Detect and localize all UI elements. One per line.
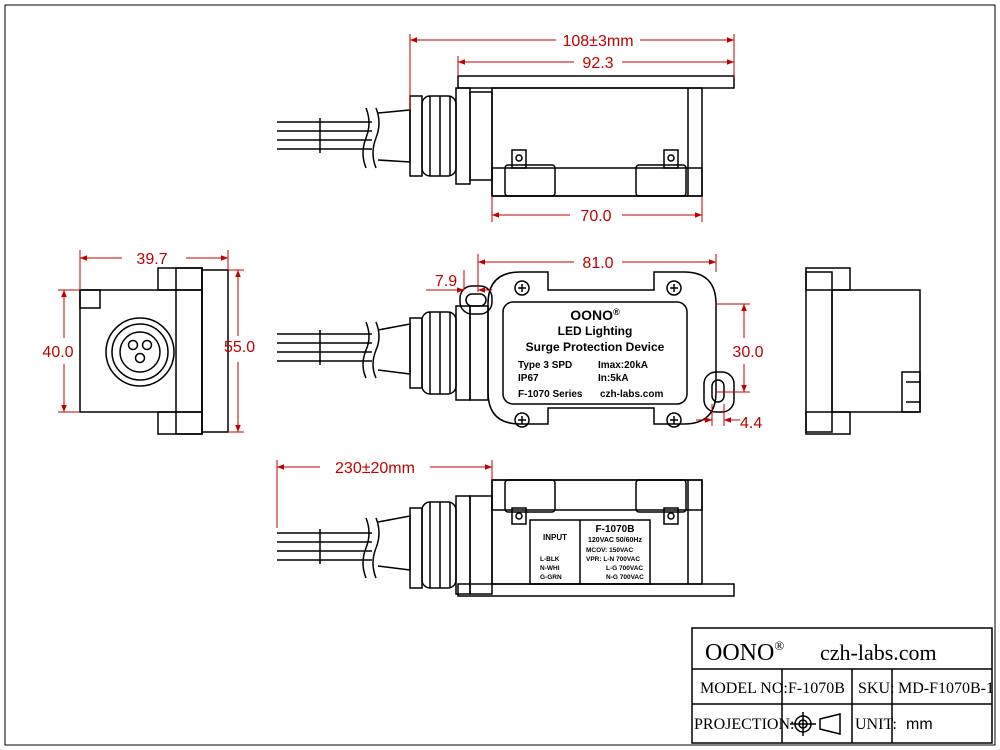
title-model-label: MODEL NO: [700,680,788,697]
dim-top-length: 81.0 [582,255,613,272]
front-label-vpr3: N-G 700VAC [606,574,644,581]
drawing-border [4,4,996,746]
top-label-type: Type 3 SPD [518,360,572,371]
title-block [691,627,993,744]
dims-end-left [58,250,244,433]
title-sku-value: MD-F1070B-1 [898,680,994,697]
front-label-wire1: L-BLK [540,556,560,563]
front-label-vpr1: VPR: L-N 700VAC [586,556,640,563]
side-view-upper [277,75,735,197]
dim-overall-length: 108±3mm [562,33,633,50]
front-label-mcov: MCOV: 150VAC [586,547,634,554]
top-view-center [277,271,735,428]
end-view-right [805,267,921,435]
front-label-wire2: N-WHI [540,565,560,572]
dim-flange-length: 92.3 [582,55,613,72]
title-sku-label: SKU: [858,680,894,697]
end-view-left [79,267,229,435]
title-website: czh-labs.com [820,640,937,665]
front-label-model: F-1070B [596,524,635,535]
dim-base-length: 70.0 [580,208,611,225]
front-label-vpr2: L-G 700VAC [606,565,643,572]
dim-side-height-inner: 40.0 [42,344,73,361]
top-label-brand: OONO® [570,307,620,323]
top-label-imax: Imax:20kA [598,360,648,371]
dim-tab-offset: 7.9 [435,273,457,290]
top-label-line2: Surge Protection Device [526,340,665,354]
title-unit-value: mm [906,716,933,733]
front-view-lower [277,479,735,597]
top-label-series: F-1070 Series [518,389,583,400]
top-label-line1: LED Lighting [558,324,633,338]
dim-side-height-outer: 55.0 [224,339,255,356]
top-label-in: In:5kA [598,373,629,384]
top-label-ip: IP67 [518,373,539,384]
title-brand: OONO® [705,638,784,666]
title-model-value: F-1070B [788,680,845,697]
title-projection-label: PROJECTION: [694,716,794,733]
dim-tab-width: 4.4 [740,415,762,432]
front-label-wire3: G-GRN [540,574,562,581]
dim-cable-length: 230±20mm [335,460,415,477]
dim-side-width: 39.7 [136,251,167,268]
dims-upper [409,34,735,222]
front-label-input: INPUT [543,533,567,542]
title-unit-label: UNIT: [855,716,897,733]
front-label-rating: 120VAC 50/60Hz [588,537,642,544]
dims-center [426,254,750,426]
dims-lower [276,460,493,528]
top-label-web: czh-labs.com [600,389,663,400]
dim-top-width: 30.0 [732,344,763,361]
